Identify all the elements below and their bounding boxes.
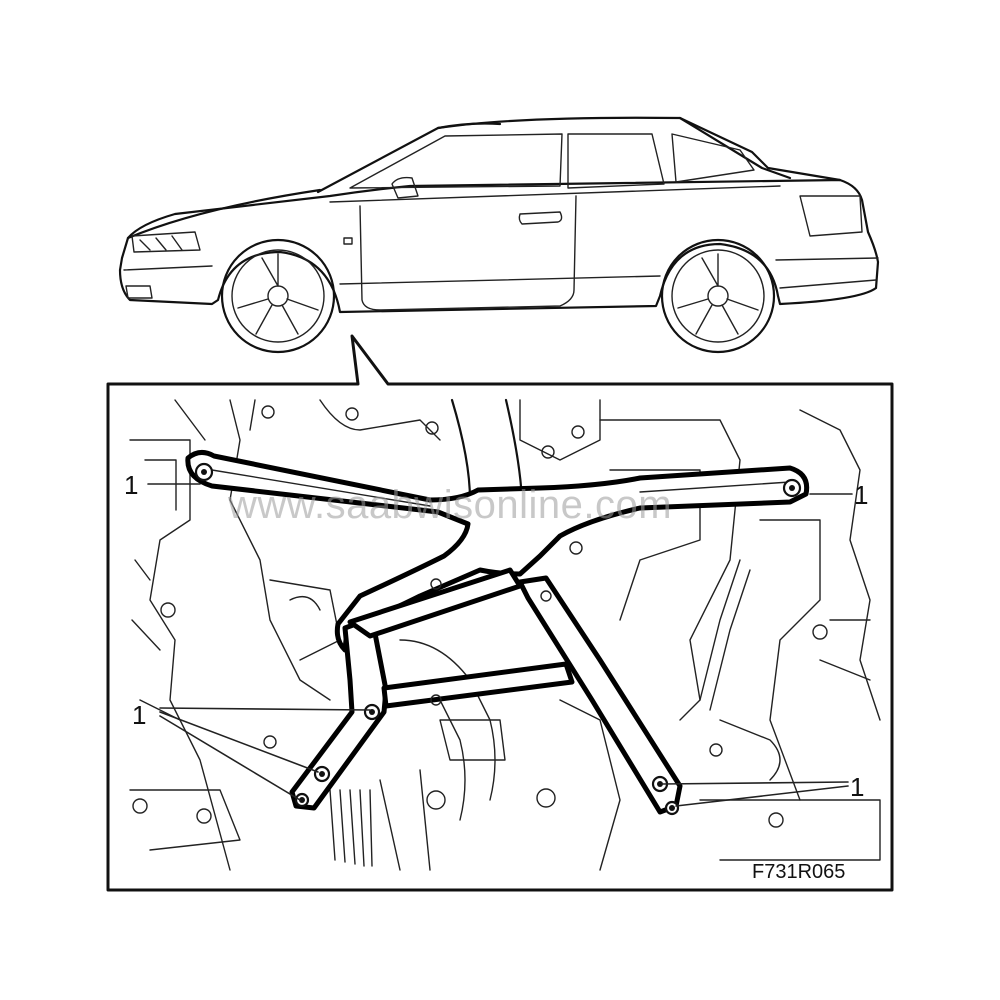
underbody-brace	[185, 450, 810, 816]
figure-code: F731R065	[752, 861, 845, 883]
callout-leaders	[147, 483, 853, 807]
callout-label-upper-right: 1	[854, 480, 868, 510]
car-side-view	[118, 116, 880, 354]
detail-frame	[106, 334, 894, 892]
watermark: www.saabwisonline.com	[227, 483, 672, 527]
callout-label-upper-left: 1	[124, 470, 138, 500]
callout-label-lower-left: 1	[132, 700, 146, 730]
callout-label-lower-right: 1	[850, 772, 864, 802]
